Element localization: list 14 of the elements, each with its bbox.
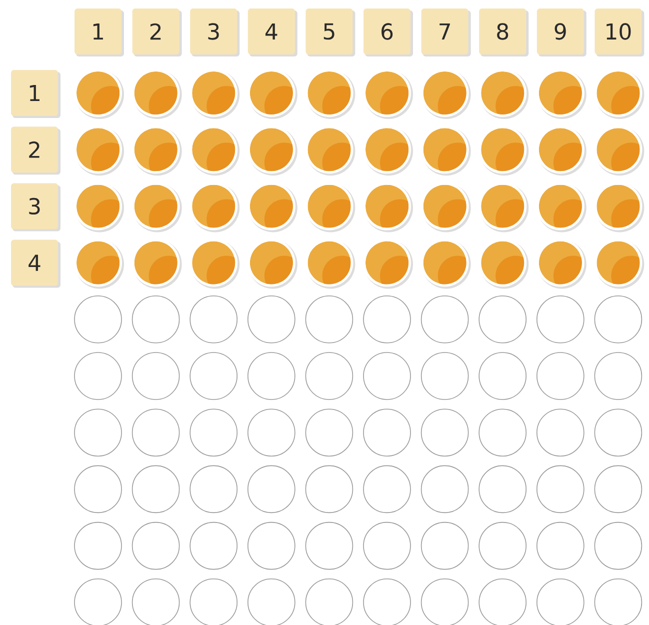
number-tile: 8	[479, 8, 529, 56]
number-tile: 6	[364, 8, 413, 56]
number-tile: 1	[74, 8, 124, 56]
number-tile: 10	[594, 8, 644, 56]
number-tile: 9	[536, 8, 586, 56]
number-tile: 4	[248, 8, 298, 56]
number-tile: 3	[11, 183, 60, 232]
number-tile: 3	[190, 8, 240, 56]
number-tile: 2	[11, 126, 60, 175]
number-tile: 5	[306, 8, 356, 56]
number-tile: 1	[11, 70, 60, 118]
number-tile: 4	[11, 240, 60, 288]
number-tile: 7	[421, 8, 471, 56]
number-tile: 2	[132, 8, 182, 56]
